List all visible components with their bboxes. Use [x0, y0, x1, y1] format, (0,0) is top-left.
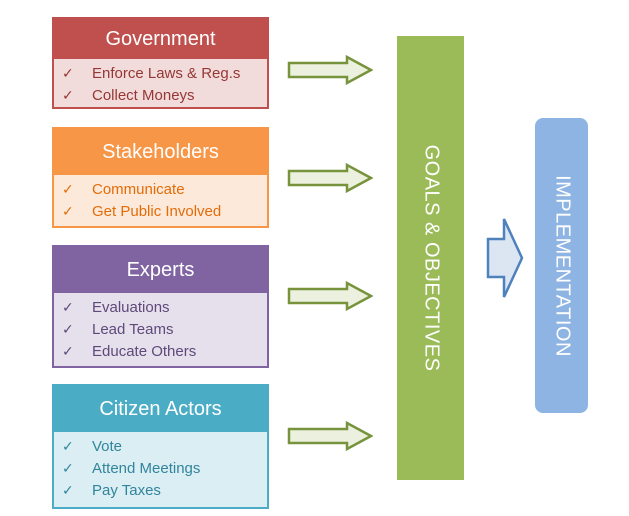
list-item: ✓Evaluations: [62, 297, 267, 319]
list-item: ✓Attend Meetings: [62, 458, 267, 480]
citizen-actors-title: Citizen Actors: [54, 386, 267, 432]
government-list: ✓Enforce Laws & Reg.s ✓Collect Moneys: [54, 59, 267, 107]
check-icon: ✓: [62, 88, 74, 104]
list-item: ✓Get Public Involved: [62, 201, 267, 223]
arrow-right-icon: [287, 55, 373, 85]
goals-objectives-column: GOALS & OBJECTIVES: [397, 36, 464, 480]
stakeholders-list: ✓Communicate ✓Get Public Involved: [54, 175, 267, 223]
arrow-right-icon: [486, 218, 524, 298]
stakeholders-box: Stakeholders ✓Communicate ✓Get Public In…: [52, 127, 269, 228]
list-item: ✓Vote: [62, 436, 267, 458]
check-icon: ✓: [62, 344, 74, 360]
implementation-column: IMPLEMENTATION: [535, 118, 588, 413]
government-title: Government: [54, 19, 267, 59]
list-item: ✓Lead Teams: [62, 319, 267, 341]
arrow-right-icon: [287, 421, 373, 451]
goals-objectives-label: GOALS & OBJECTIVES: [420, 144, 442, 372]
list-item: ✓Educate Others: [62, 341, 267, 363]
check-icon: ✓: [62, 300, 74, 316]
check-icon: ✓: [62, 483, 74, 499]
check-icon: ✓: [62, 66, 74, 82]
check-icon: ✓: [62, 322, 74, 338]
list-item: ✓Pay Taxes: [62, 480, 267, 502]
citizen-actors-list: ✓Vote ✓Attend Meetings ✓Pay Taxes: [54, 432, 267, 502]
arrow-right-icon: [287, 163, 373, 193]
check-icon: ✓: [62, 461, 74, 477]
stakeholders-title: Stakeholders: [54, 129, 267, 175]
check-icon: ✓: [62, 182, 74, 198]
government-box: Government ✓Enforce Laws & Reg.s ✓Collec…: [52, 17, 269, 109]
check-icon: ✓: [62, 204, 74, 220]
list-item: ✓Collect Moneys: [62, 85, 267, 107]
list-item: ✓Communicate: [62, 179, 267, 201]
check-icon: ✓: [62, 439, 74, 455]
citizen-actors-box: Citizen Actors ✓Vote ✓Attend Meetings ✓P…: [52, 384, 269, 509]
arrow-right-icon: [287, 281, 373, 311]
experts-list: ✓Evaluations ✓Lead Teams ✓Educate Others: [54, 293, 267, 363]
experts-box: Experts ✓Evaluations ✓Lead Teams ✓Educat…: [52, 245, 269, 368]
experts-title: Experts: [54, 247, 267, 293]
implementation-label: IMPLEMENTATION: [551, 174, 573, 357]
list-item: ✓Enforce Laws & Reg.s: [62, 63, 267, 85]
